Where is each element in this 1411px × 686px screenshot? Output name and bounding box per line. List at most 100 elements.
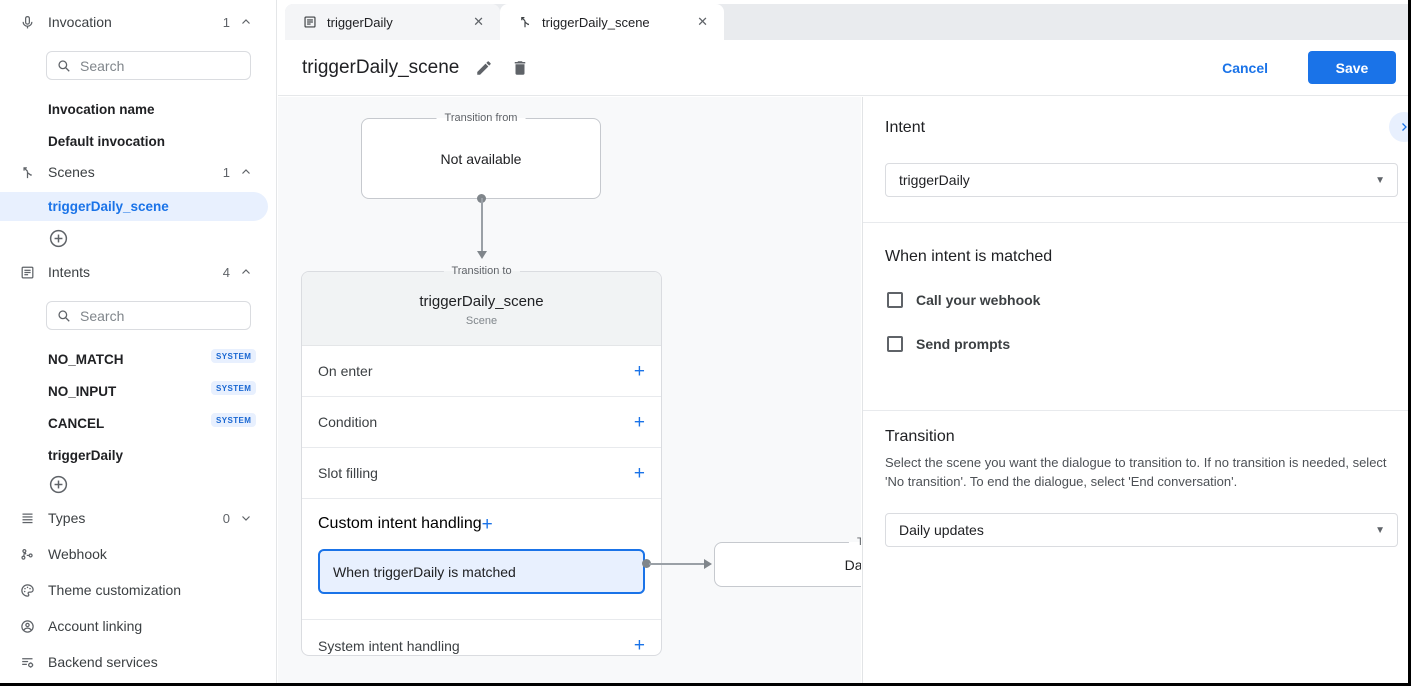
plus-circle-icon [49,229,68,248]
sidebar-item-no-input[interactable]: NO_INPUT [48,383,117,399]
search-input[interactable] [80,57,220,74]
scene-icon [518,15,533,30]
sidebar-section-invocation[interactable]: Invocation 1 [0,10,276,34]
sidebar-item-theme-customization[interactable]: Theme customization [0,578,276,602]
sidebar: Invocation 1 Invocation name Default inv… [0,0,277,683]
section-count: 1 [222,14,230,30]
send-prompts-row: Send prompts [887,336,1010,352]
panel-divider [863,222,1408,223]
intent-dropdown[interactable]: triggerDaily ▼ [885,163,1398,197]
sidebar-item-invocation-name[interactable]: Invocation name [48,101,155,117]
connector-line [481,198,483,251]
connector-dot [642,559,651,568]
add-custom-intent-button[interactable]: + [481,513,493,535]
call-webhook-checkbox[interactable] [887,292,903,308]
connector-line [649,563,705,565]
tab-triggerdaily[interactable]: triggerDaily ✕ [285,4,500,40]
sidebar-item-label: Theme customization [48,582,182,598]
intents-search[interactable] [46,301,251,330]
chevron-up-icon[interactable] [240,15,254,29]
sidebar-item-cancel[interactable]: CANCEL [48,415,105,431]
checkbox-label: Send prompts [916,336,1011,352]
scene-row-slot-filling: Slot filling + [302,448,661,499]
intent-detail-panel: Intent triggerDaily ▼ When intent is mat… [862,97,1408,683]
invocation-search[interactable] [46,51,251,80]
intents-icon [18,263,36,281]
node-legend: Transition to [443,265,520,277]
save-button[interactable]: Save [1308,51,1396,84]
add-intent-button[interactable] [48,474,69,495]
send-prompts-checkbox[interactable] [887,336,903,352]
scene-header: triggerDaily_scene Cancel Save [278,40,1408,96]
sidebar-item-label: Webhook [48,546,107,562]
transition-from-text: Not available [440,150,522,167]
webhook-icon [18,545,36,563]
account-circle-icon [18,617,36,635]
row-label: Slot filling [318,465,378,481]
transition-dropdown[interactable]: Daily updates ▼ [885,513,1398,547]
tab-triggerdaily-scene[interactable]: triggerDaily_scene ✕ [500,4,724,40]
sidebar-item-backend-services[interactable]: Backend services [0,650,276,674]
search-input[interactable] [80,307,220,324]
intent-heading: Intent [885,119,926,136]
sidebar-section-scenes[interactable]: Scenes 1 [0,160,276,184]
transition-from-node: Transition from Not available [361,112,601,199]
add-slot-filling-button[interactable]: + [633,462,645,484]
delete-icon[interactable] [511,58,531,78]
microphone-icon [18,13,36,31]
search-icon [58,59,70,72]
tab-label: triggerDaily_scene [542,14,650,30]
scene-diagram-canvas: Transition from Not available Transition… [278,97,861,683]
row-label: Custom intent handling [318,515,482,532]
sidebar-item-triggerdaily-scene[interactable]: triggerDaily_scene [0,192,268,221]
chevron-up-icon[interactable] [240,265,254,279]
add-system-intent-button[interactable]: + [633,635,645,656]
edit-icon[interactable] [475,58,495,78]
section-label: Types [48,510,86,526]
scene-row-condition: Condition + [302,397,661,448]
dropdown-value: triggerDaily [899,172,970,188]
dropdown-caret-icon: ▼ [1375,174,1385,186]
add-condition-button[interactable]: + [633,411,645,433]
connector-arrowhead [704,559,712,569]
transition-heading: Transition [885,428,955,445]
scene-node-subtitle: Scene [465,315,498,327]
section-count: 4 [222,264,230,280]
dropdown-caret-icon: ▼ [1375,524,1385,536]
close-icon[interactable]: ✕ [473,14,484,29]
sidebar-item-no-match[interactable]: NO_MATCH [48,351,124,367]
scene-node: Transition to triggerDaily_scene Scene O… [301,265,662,656]
cancel-button[interactable]: Cancel [1222,59,1268,76]
transition-target-node[interactable]: Transition to Daily updates [714,536,861,587]
editor-tabstrip: triggerDaily ✕ triggerDaily_scene ✕ [277,0,1408,40]
section-label: Intents [48,264,91,280]
palette-icon [18,581,36,599]
sidebar-item-triggerdaily[interactable]: triggerDaily [48,447,124,463]
sidebar-item-webhook[interactable]: Webhook [0,542,276,566]
system-badge: SYSTEM [211,381,257,395]
add-scene-button[interactable] [48,228,69,249]
add-on-enter-button[interactable]: + [633,360,645,382]
row-label: System intent handling [318,637,460,654]
scene-node-title: triggerDaily_scene [419,293,544,310]
sidebar-section-types[interactable]: Types 0 [0,506,276,530]
section-label: Invocation [48,14,112,30]
chevron-right-icon [1402,123,1407,131]
sidebar-section-intents[interactable]: Intents 4 [0,260,276,284]
row-label: Condition [318,414,378,430]
chevron-up-icon[interactable] [240,165,254,179]
sidebar-item-default-invocation[interactable]: Default invocation [48,133,166,149]
plus-circle-icon [49,475,68,494]
connector-arrowhead [477,251,487,259]
tab-label: triggerDaily [327,14,393,30]
close-icon[interactable]: ✕ [697,14,708,29]
when-matched-heading: When intent is matched [885,248,1053,265]
panel-divider [863,410,1408,411]
transition-target-text: Daily updates [844,556,861,573]
scene-icon [18,163,36,181]
sidebar-item-account-linking[interactable]: Account linking [0,614,276,638]
collapse-panel-button[interactable] [1389,112,1408,142]
chevron-down-icon[interactable] [240,511,254,525]
selected-intent-handler[interactable]: When triggerDaily is matched [318,549,645,594]
checkbox-label: Call your webhook [916,292,1041,308]
